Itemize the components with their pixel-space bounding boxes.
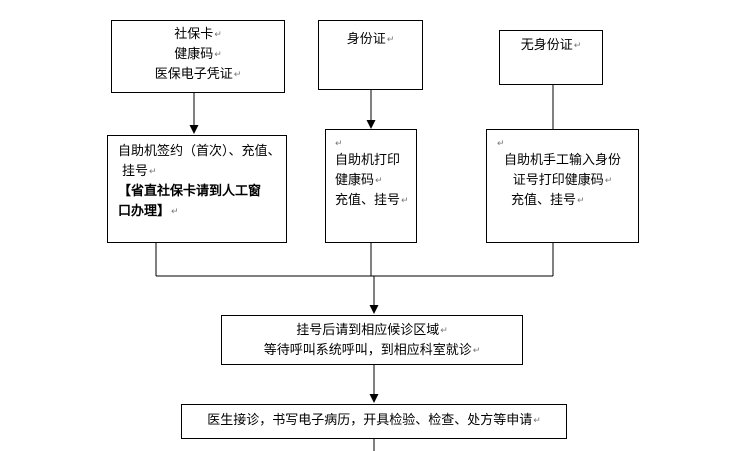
- text-line: 医生接诊，书写电子病历，开具检验、检查、处方等申请↵: [207, 413, 541, 428]
- text-line: 社保卡↵: [174, 27, 222, 42]
- text-line: 挂号↵: [122, 164, 157, 179]
- text-line: 自助机打印: [335, 153, 401, 168]
- box-manual-id-input: ↵ 自助机手工输入身份 证号打印健康码↵ 充值、挂号↵: [486, 129, 639, 243]
- text-line: 等待呼叫系统呼叫，到相应科室就诊↵: [263, 343, 481, 358]
- box-no-id-card: 无身份证↵: [499, 30, 603, 85]
- paragraph-mark: ↵: [335, 139, 343, 149]
- text-line: 自助机签约（首次）、充值、: [118, 144, 281, 159]
- text-line: 口办理】↵: [118, 204, 179, 219]
- text-line: 医保电子凭证↵: [154, 67, 242, 82]
- text-line: 健康码↵: [335, 173, 383, 188]
- text-line: 证号打印健康码↵: [512, 173, 613, 188]
- text-line: 充值、挂号↵: [335, 193, 409, 208]
- box-waiting-area: 挂号后请到相应候诊区域↵ 等待呼叫系统呼叫，到相应科室就诊↵: [221, 315, 523, 365]
- text-line: 无身份证↵: [520, 38, 582, 53]
- box-id-card: 身份证↵: [318, 20, 423, 90]
- box-self-service-sign: 自助机签约（首次）、充值、 挂号↵ 【省直社保卡请到人工窗 口办理】↵: [107, 135, 287, 243]
- box-social-card: 社保卡↵ 健康码↵ 医保电子凭证↵: [111, 20, 285, 93]
- text-line: 健康码↵: [174, 47, 222, 62]
- text-line: 身份证↵: [346, 32, 395, 47]
- paragraph-mark: ↵: [497, 139, 505, 149]
- box-print-health-code: ↵ 自助机打印 健康码↵ 充值、挂号↵: [325, 129, 417, 243]
- text-line: 挂号后请到相应候诊区域↵: [296, 323, 448, 338]
- box-doctor-consultation: 医生接诊，书写电子病历，开具检验、检查、处方等申请↵: [181, 404, 567, 439]
- text-line: 自助机手工输入身份: [503, 153, 621, 168]
- text-line: 充值、挂号↵: [511, 193, 585, 208]
- text-line: 【省直社保卡请到人工窗: [118, 184, 262, 199]
